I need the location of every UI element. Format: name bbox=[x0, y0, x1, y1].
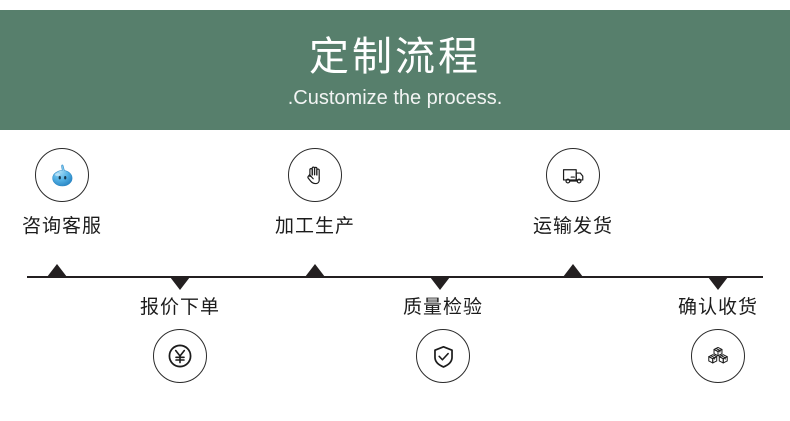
page-subtitle: .Customize the process. bbox=[287, 87, 503, 109]
process-step-production[interactable]: 加工生产 bbox=[240, 148, 390, 238]
shield-check-icon bbox=[433, 345, 453, 368]
process-step-confirm-receipt[interactable]: 确认收货 bbox=[643, 295, 790, 383]
yuan-currency-icon bbox=[168, 344, 192, 368]
header-banner: 定制流程 .Customize the process. bbox=[0, 10, 790, 130]
process-step-shipping[interactable]: 运输发货 bbox=[498, 148, 648, 238]
step-icon-circle bbox=[288, 148, 342, 202]
process-step-quote-order[interactable]: 报价下单 bbox=[105, 295, 255, 383]
step-icon-circle bbox=[691, 329, 745, 383]
process-step-quality-check[interactable]: 质量检验 bbox=[368, 295, 518, 383]
step-icon-circle bbox=[546, 148, 600, 202]
process-step-label: 咨询客服 bbox=[21, 215, 102, 237]
hand-icon bbox=[307, 166, 320, 185]
stacked-boxes-icon bbox=[708, 346, 728, 364]
process-step-consult[interactable]: 咨询客服 bbox=[0, 148, 137, 238]
timeline-marker-down-3 bbox=[708, 277, 728, 290]
timeline-marker-up-1 bbox=[47, 264, 67, 277]
timeline-marker-up-3 bbox=[563, 264, 583, 277]
process-step-label: 加工生产 bbox=[274, 215, 355, 237]
step-icon-circle bbox=[35, 148, 89, 202]
page-title: 定制流程 bbox=[309, 35, 481, 79]
process-step-label: 质量检验 bbox=[402, 296, 483, 318]
process-timeline: 咨询客服 报价下单 bbox=[0, 130, 790, 421]
timeline-marker-down-1 bbox=[170, 277, 190, 290]
timeline-marker-down-2 bbox=[430, 277, 450, 290]
chat-bubble-icon bbox=[52, 164, 73, 187]
step-icon-circle bbox=[153, 329, 207, 383]
process-step-label: 确认收货 bbox=[677, 296, 758, 318]
delivery-truck-icon bbox=[562, 169, 584, 184]
timeline-marker-up-2 bbox=[305, 264, 325, 277]
timeline-axis-line bbox=[27, 276, 763, 278]
step-icon-circle bbox=[416, 329, 470, 383]
process-step-label: 报价下单 bbox=[139, 296, 220, 318]
process-step-label: 运输发货 bbox=[532, 215, 613, 237]
